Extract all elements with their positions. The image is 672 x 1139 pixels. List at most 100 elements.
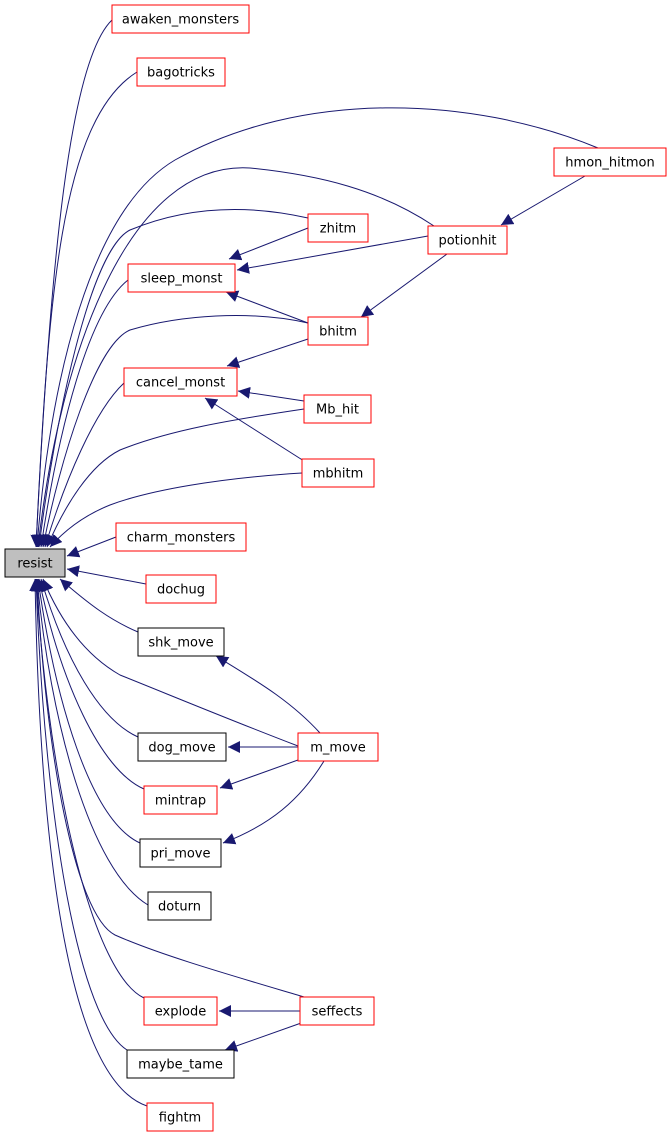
edge-potionhit-to-bhitm bbox=[360, 253, 448, 318]
edge-explode-to-resist bbox=[30, 578, 145, 999]
edge-maybe_tame-to-resist bbox=[30, 578, 128, 1051]
node-box-cancel_monst bbox=[123, 367, 238, 397]
node-seffects[interactable]: seffects bbox=[299, 996, 375, 1026]
node-label-explode: explode bbox=[155, 1005, 207, 1020]
node-doturn[interactable]: doturn bbox=[147, 891, 212, 921]
node-label-zhitm: zhitm bbox=[320, 222, 356, 237]
edge-mbhitm-to-resist bbox=[49, 472, 303, 548]
node-potionhit[interactable]: potionhit bbox=[427, 225, 508, 255]
edge-dochug-to-resist bbox=[66, 565, 147, 585]
node-label-Mb_hit: Mb_hit bbox=[316, 403, 359, 418]
edge-mbhitm-to-cancel_monst bbox=[204, 397, 305, 462]
node-dog_move[interactable]: dog_move bbox=[137, 732, 227, 762]
edges-layer bbox=[29, 19, 599, 1107]
node-box-shk_move bbox=[137, 627, 225, 657]
edge-sleep_monst-to-resist bbox=[36, 279, 129, 548]
edge-seffects-to-maybe_tame bbox=[224, 1021, 305, 1052]
node-fightm[interactable]: fightm bbox=[146, 1102, 214, 1132]
edge-Mb_hit-to-cancel_monst bbox=[237, 386, 305, 402]
node-label-pri_move: pri_move bbox=[150, 847, 210, 862]
edge-bhitm-to-sleep_monst bbox=[225, 290, 309, 324]
node-box-explode bbox=[143, 996, 218, 1026]
edge-m_move-to-pri_move bbox=[222, 760, 325, 845]
node-mbhitm[interactable]: mbhitm bbox=[301, 458, 375, 488]
node-sleep_monst[interactable]: sleep_monst bbox=[127, 263, 236, 293]
node-box-bhitm bbox=[307, 316, 369, 346]
node-label-hmon_hitmon: hmon_hitmon bbox=[565, 156, 654, 171]
node-box-resist bbox=[4, 548, 66, 578]
node-label-mintrap: mintrap bbox=[155, 794, 206, 809]
node-label-awaken_monsters: awaken_monsters bbox=[122, 13, 239, 28]
node-label-bagotricks: bagotricks bbox=[147, 66, 215, 81]
node-box-seffects bbox=[299, 996, 375, 1026]
node-bagotricks[interactable]: bagotricks bbox=[136, 57, 226, 87]
edge-hmon_hitmon-to-potionhit bbox=[500, 175, 586, 226]
node-bhitm[interactable]: bhitm bbox=[307, 316, 369, 346]
edge-m_move-to-shk_move bbox=[215, 655, 321, 734]
node-box-dog_move bbox=[137, 732, 227, 762]
edge-zhitm-to-resist bbox=[34, 208, 309, 548]
node-label-seffects: seffects bbox=[312, 1005, 363, 1020]
node-box-hmon_hitmon bbox=[553, 147, 667, 177]
node-label-sleep_monst: sleep_monst bbox=[141, 272, 223, 287]
node-label-charm_monsters: charm_monsters bbox=[127, 531, 236, 546]
node-label-dochug: dochug bbox=[157, 583, 205, 598]
edge-Mb_hit-to-resist bbox=[46, 408, 305, 548]
node-label-dog_move: dog_move bbox=[148, 741, 215, 756]
node-label-cancel_monst: cancel_monst bbox=[136, 376, 225, 391]
node-label-m_move: m_move bbox=[310, 741, 365, 756]
node-label-bhitm: bhitm bbox=[319, 325, 357, 340]
node-hmon_hitmon[interactable]: hmon_hitmon bbox=[553, 147, 667, 177]
node-pri_move[interactable]: pri_move bbox=[139, 838, 222, 868]
edge-bhitm-to-resist bbox=[39, 315, 309, 548]
node-cancel_monst[interactable]: cancel_monst bbox=[123, 367, 238, 397]
node-box-Mb_hit bbox=[303, 394, 372, 424]
edge-bagotricks-to-resist bbox=[30, 71, 138, 548]
node-box-maybe_tame bbox=[126, 1049, 235, 1079]
edge-doturn-to-resist bbox=[32, 578, 149, 906]
node-box-mintrap bbox=[143, 785, 218, 815]
node-maybe_tame[interactable]: maybe_tame bbox=[126, 1049, 235, 1079]
node-box-pri_move bbox=[139, 838, 222, 868]
node-box-sleep_monst bbox=[127, 263, 236, 293]
node-charm_monsters[interactable]: charm_monsters bbox=[115, 522, 247, 552]
node-label-maybe_tame: maybe_tame bbox=[138, 1058, 223, 1073]
edge-dog_move-to-resist bbox=[38, 578, 139, 738]
node-box-zhitm bbox=[307, 213, 369, 243]
node-dochug[interactable]: dochug bbox=[145, 574, 217, 604]
node-box-awaken_monsters bbox=[111, 4, 250, 34]
node-box-dochug bbox=[145, 574, 217, 604]
nodes-layer: resist awaken_monsters bagotricks hmon_hitm… bbox=[4, 4, 667, 1132]
edge-shk_move-to-resist bbox=[59, 578, 139, 633]
node-box-potionhit bbox=[427, 225, 508, 255]
edge-fightm-to-resist bbox=[29, 578, 148, 1107]
node-label-mbhitm: mbhitm bbox=[313, 467, 364, 482]
node-awaken_monsters[interactable]: awaken_monsters bbox=[111, 4, 250, 34]
node-label-potionhit: potionhit bbox=[438, 234, 496, 249]
node-box-fightm bbox=[146, 1102, 214, 1132]
edge-cancel_monst-to-resist bbox=[42, 382, 125, 548]
node-m_move[interactable]: m_move bbox=[297, 732, 379, 762]
edge-potionhit-to-resist bbox=[33, 167, 435, 548]
node-box-charm_monsters bbox=[115, 522, 247, 552]
edge-potionhit-to-sleep_monst bbox=[236, 235, 429, 274]
node-Mb_hit[interactable]: Mb_hit bbox=[303, 394, 372, 424]
edge-bhitm-to-cancel_monst bbox=[226, 338, 309, 368]
node-zhitm[interactable]: zhitm bbox=[307, 213, 369, 243]
edge-pri_move-to-resist bbox=[33, 578, 141, 844]
node-box-mbhitm bbox=[301, 458, 375, 488]
edge-hmon_hitmon-to-resist bbox=[31, 107, 599, 548]
node-box-doturn bbox=[147, 891, 212, 921]
edge-awaken_monsters-to-resist bbox=[30, 19, 113, 548]
edge-m_move-to-mintrap bbox=[219, 759, 299, 790]
node-label-shk_move: shk_move bbox=[148, 636, 213, 651]
node-box-m_move bbox=[297, 732, 379, 762]
node-label-fightm: fightm bbox=[159, 1111, 201, 1126]
node-resist: resist bbox=[4, 548, 66, 578]
node-label-resist: resist bbox=[17, 557, 52, 572]
node-shk_move[interactable]: shk_move bbox=[137, 627, 225, 657]
edge-charm_monsters-to-resist bbox=[66, 536, 117, 558]
node-mintrap[interactable]: mintrap bbox=[143, 785, 218, 815]
node-explode[interactable]: explode bbox=[143, 996, 218, 1026]
